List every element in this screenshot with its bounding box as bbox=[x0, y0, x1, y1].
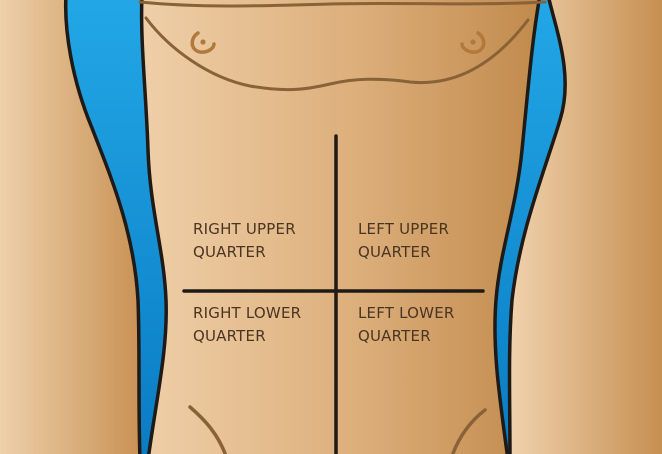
label-right-upper-quarter: RIGHT UPPER QUARTER bbox=[193, 218, 296, 264]
label-left-lower-line1: LEFT LOWER bbox=[358, 302, 455, 325]
label-left-upper-line2: QUARTER bbox=[358, 241, 449, 264]
label-left-lower-quarter: LEFT LOWER QUARTER bbox=[358, 302, 455, 348]
label-right-lower-quarter: RIGHT LOWER QUARTER bbox=[193, 302, 301, 348]
label-left-upper-line1: LEFT UPPER bbox=[358, 218, 449, 241]
label-right-upper-line2: QUARTER bbox=[193, 241, 296, 264]
nipple-right-dot bbox=[200, 39, 205, 44]
label-right-lower-line2: QUARTER bbox=[193, 325, 301, 348]
label-right-upper-line1: RIGHT UPPER bbox=[193, 218, 296, 241]
nipple-left-dot bbox=[470, 39, 475, 44]
label-left-upper-quarter: LEFT UPPER QUARTER bbox=[358, 218, 449, 264]
label-left-lower-line2: QUARTER bbox=[358, 325, 455, 348]
label-right-lower-line1: RIGHT LOWER bbox=[193, 302, 301, 325]
